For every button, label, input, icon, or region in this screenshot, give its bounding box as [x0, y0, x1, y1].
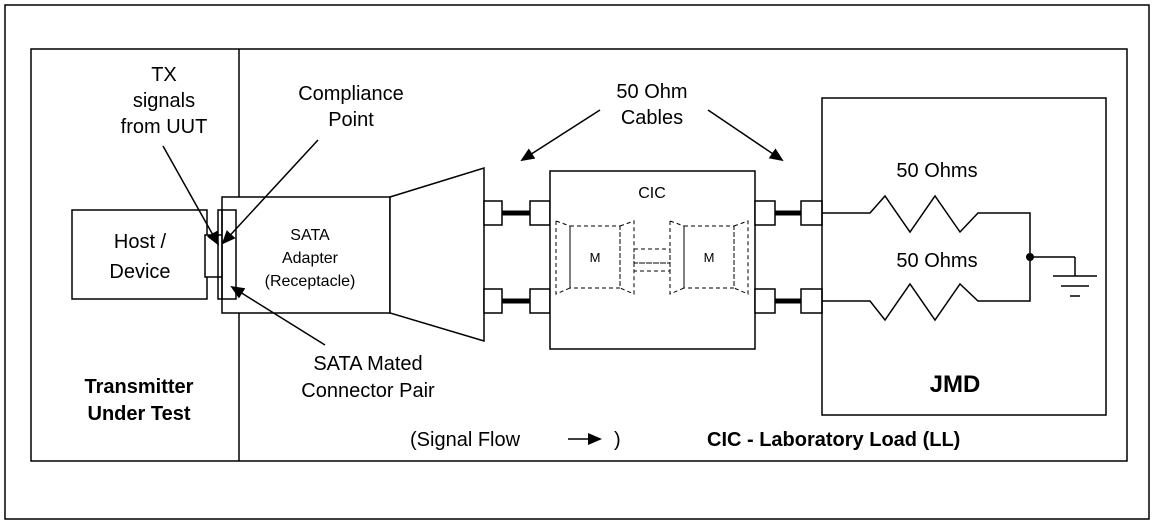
tx-signals-label-2: signals: [133, 90, 195, 112]
host-device-label-1: Host /: [114, 231, 167, 253]
cic-title: CIC: [638, 185, 666, 202]
tut-label-1: Transmitter: [85, 376, 194, 398]
signal-flow-close: ): [614, 429, 621, 451]
host-device-box: [71, 209, 208, 300]
adapter-taper: [389, 166, 485, 343]
compliance-point-label-2: Point: [328, 109, 374, 131]
jmd-label: JMD: [930, 371, 981, 398]
resistor-bottom-label: 50 Ohms: [896, 250, 977, 272]
cable-arrow-left: [520, 109, 601, 162]
adapter-label-1: SATA: [290, 227, 330, 244]
mated-pair-arrow: [230, 285, 326, 346]
diagram-frame: [30, 48, 1128, 462]
connector-cic-left-bottom: [529, 288, 551, 314]
m-block-left: M: [590, 250, 601, 265]
compliance-arrow: [221, 139, 319, 245]
junction-dot: [1026, 253, 1034, 261]
connector-jmd-bottom: [800, 288, 823, 314]
signal-flow-label: (Signal Flow: [410, 429, 521, 451]
tut-label-2: Under Test: [88, 403, 191, 425]
page-frame: [4, 4, 1150, 520]
adapter-label-2: Adapter: [282, 250, 339, 267]
host-connector: [204, 234, 224, 278]
compliance-point-label-1: Compliance: [298, 83, 404, 105]
cable-arrow-right: [707, 109, 784, 162]
connector-cic-right-top: [754, 200, 776, 226]
connector-taper-top: [483, 200, 503, 226]
cables-label-2: Cables: [621, 107, 683, 129]
mated-pair-label-2: Connector Pair: [301, 380, 435, 402]
m-block-right: M: [704, 250, 715, 265]
connector-cic-left-top: [529, 200, 551, 226]
cic-box: [549, 170, 756, 350]
tx-signals-label-3: from UUT: [121, 116, 208, 138]
sata-adapter-box: [221, 196, 391, 314]
connector-jmd-top: [800, 200, 823, 226]
cables-label-1: 50 Ohm: [616, 81, 687, 103]
pointer-arrows: [162, 109, 784, 346]
cic-laboratory-load-label: CIC - Laboratory Load (LL): [707, 429, 960, 451]
host-device-label-2: Device: [109, 261, 170, 283]
tx-arrow: [162, 145, 219, 246]
tx-signals-label-1: TX: [151, 64, 177, 86]
connector-cic-right-bottom: [754, 288, 776, 314]
resistor-top-label: 50 Ohms: [896, 160, 977, 182]
adapter-label-3: (Receptacle): [265, 273, 356, 290]
connector-taper-bottom: [483, 288, 503, 314]
jmd-box: [821, 97, 1107, 416]
adapter-receptacle: [221, 209, 237, 300]
mated-pair-label-1: SATA Mated: [313, 353, 422, 375]
cic-internal-model: [555, 220, 749, 295]
